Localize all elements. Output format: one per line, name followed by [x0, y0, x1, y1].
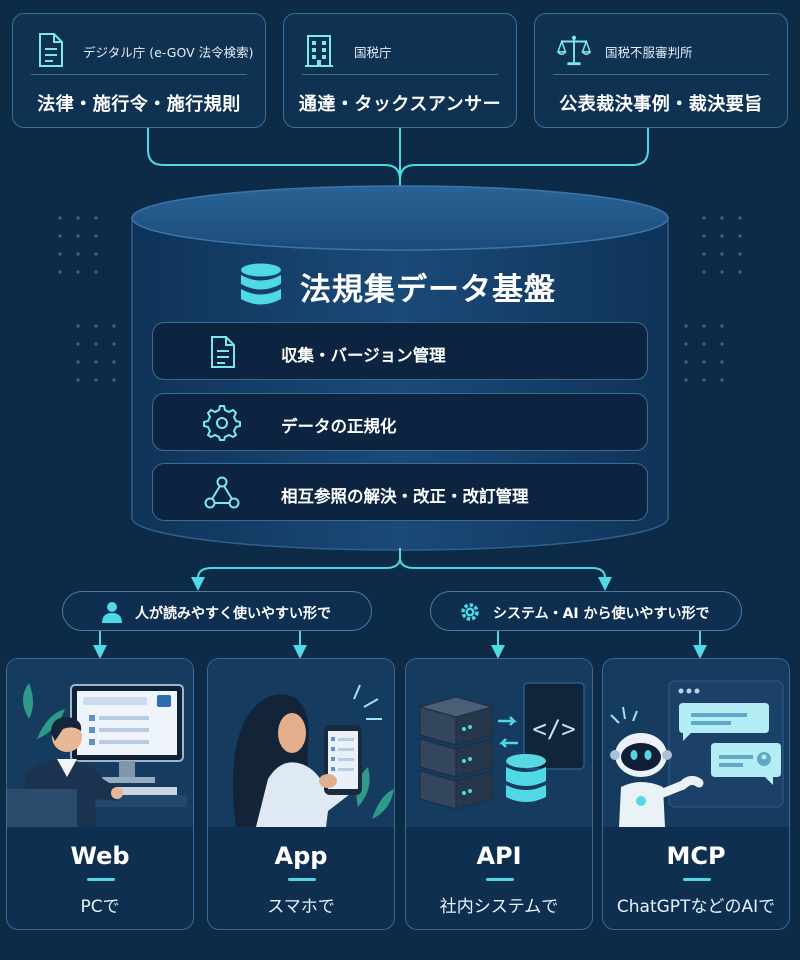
- accent-bar: [486, 878, 514, 881]
- source-digital-agency: デジタル庁 (e-GOV 法令検索) 法律・施行令・施行規則: [12, 13, 266, 128]
- source-national-tax-agency: 国税庁 通達・タックスアンサー: [283, 13, 517, 128]
- divider: [31, 74, 247, 75]
- source-documents-label: 公表裁決事例・裁決要旨: [559, 94, 763, 115]
- source-documents-label: 通達・タックスアンサー: [298, 94, 502, 115]
- audience-connectors: [191, 548, 612, 591]
- channel-name: Web: [70, 842, 130, 870]
- source-agency-label: 国税庁: [354, 45, 392, 60]
- source-agency-label: デジタル庁 (e-GOV 法令検索): [83, 45, 254, 60]
- feature-label: 相互参照の解決・改正・改訂管理: [281, 487, 529, 506]
- source-tax-tribunal: 国税不服審判所 公表裁決事例・裁決要旨: [534, 13, 788, 128]
- building-icon: [305, 35, 333, 67]
- channel-card-app: App スマホで: [207, 658, 395, 930]
- network-icon: [204, 476, 240, 509]
- source-agency-label: 国税不服審判所: [605, 45, 693, 60]
- audience-label: システム・AI から使いやすい形で: [493, 606, 710, 622]
- channel-description: 社内システムで: [439, 897, 559, 917]
- feature-label: 収集・バージョン管理: [281, 346, 446, 365]
- divider: [302, 74, 498, 75]
- channel-description: スマホで: [267, 897, 335, 917]
- dot-pattern-left: [58, 216, 116, 382]
- platform-title: 法規集データ基盤: [300, 272, 556, 308]
- source-documents-label: 法律・施行令・施行規則: [37, 94, 241, 115]
- channel-name: App: [274, 842, 328, 870]
- channel-card-api: </> API 社内システムで: [405, 658, 593, 930]
- mcp-illustration: [610, 680, 784, 827]
- gear-icon: [461, 603, 479, 621]
- api-illustration: </>: [418, 682, 585, 810]
- document-icon: [39, 33, 63, 67]
- accent-bar: [683, 878, 711, 881]
- channel-description: PCで: [80, 897, 120, 917]
- gear-icon: [203, 405, 241, 441]
- document-icon: [211, 336, 235, 368]
- dot-pattern-right: [684, 216, 742, 382]
- audience-system: システム・AI から使いやすい形で: [430, 591, 742, 631]
- channel-name: MCP: [666, 842, 726, 870]
- app-illustration: [232, 684, 394, 827]
- feature-row-normalization: データの正規化: [152, 393, 648, 451]
- channel-card-mcp: MCP ChatGPTなどのAIで: [602, 658, 790, 930]
- svg-text:</>: </>: [532, 715, 575, 743]
- feature-label: データの正規化: [281, 417, 397, 436]
- channel-connectors: [93, 631, 707, 659]
- database-icon: [241, 263, 281, 305]
- channel-description: ChatGPTなどのAIで: [616, 897, 776, 917]
- accent-bar: [87, 878, 115, 881]
- audience-label: 人が読みやすく使いやすい形で: [135, 606, 331, 622]
- accent-bar: [288, 878, 316, 881]
- divider: [553, 74, 769, 75]
- channel-name: API: [476, 842, 522, 870]
- person-icon: [102, 602, 122, 623]
- web-illustration: [7, 683, 187, 827]
- audience-human: 人が読みやすく使いやすい形で: [62, 591, 372, 631]
- channel-card-web: Web PCで: [6, 658, 194, 930]
- feature-row-version-control: 収集・バージョン管理: [152, 322, 648, 380]
- feature-row-cross-reference: 相互参照の解決・改正・改訂管理: [152, 463, 648, 521]
- scales-icon: [557, 35, 591, 66]
